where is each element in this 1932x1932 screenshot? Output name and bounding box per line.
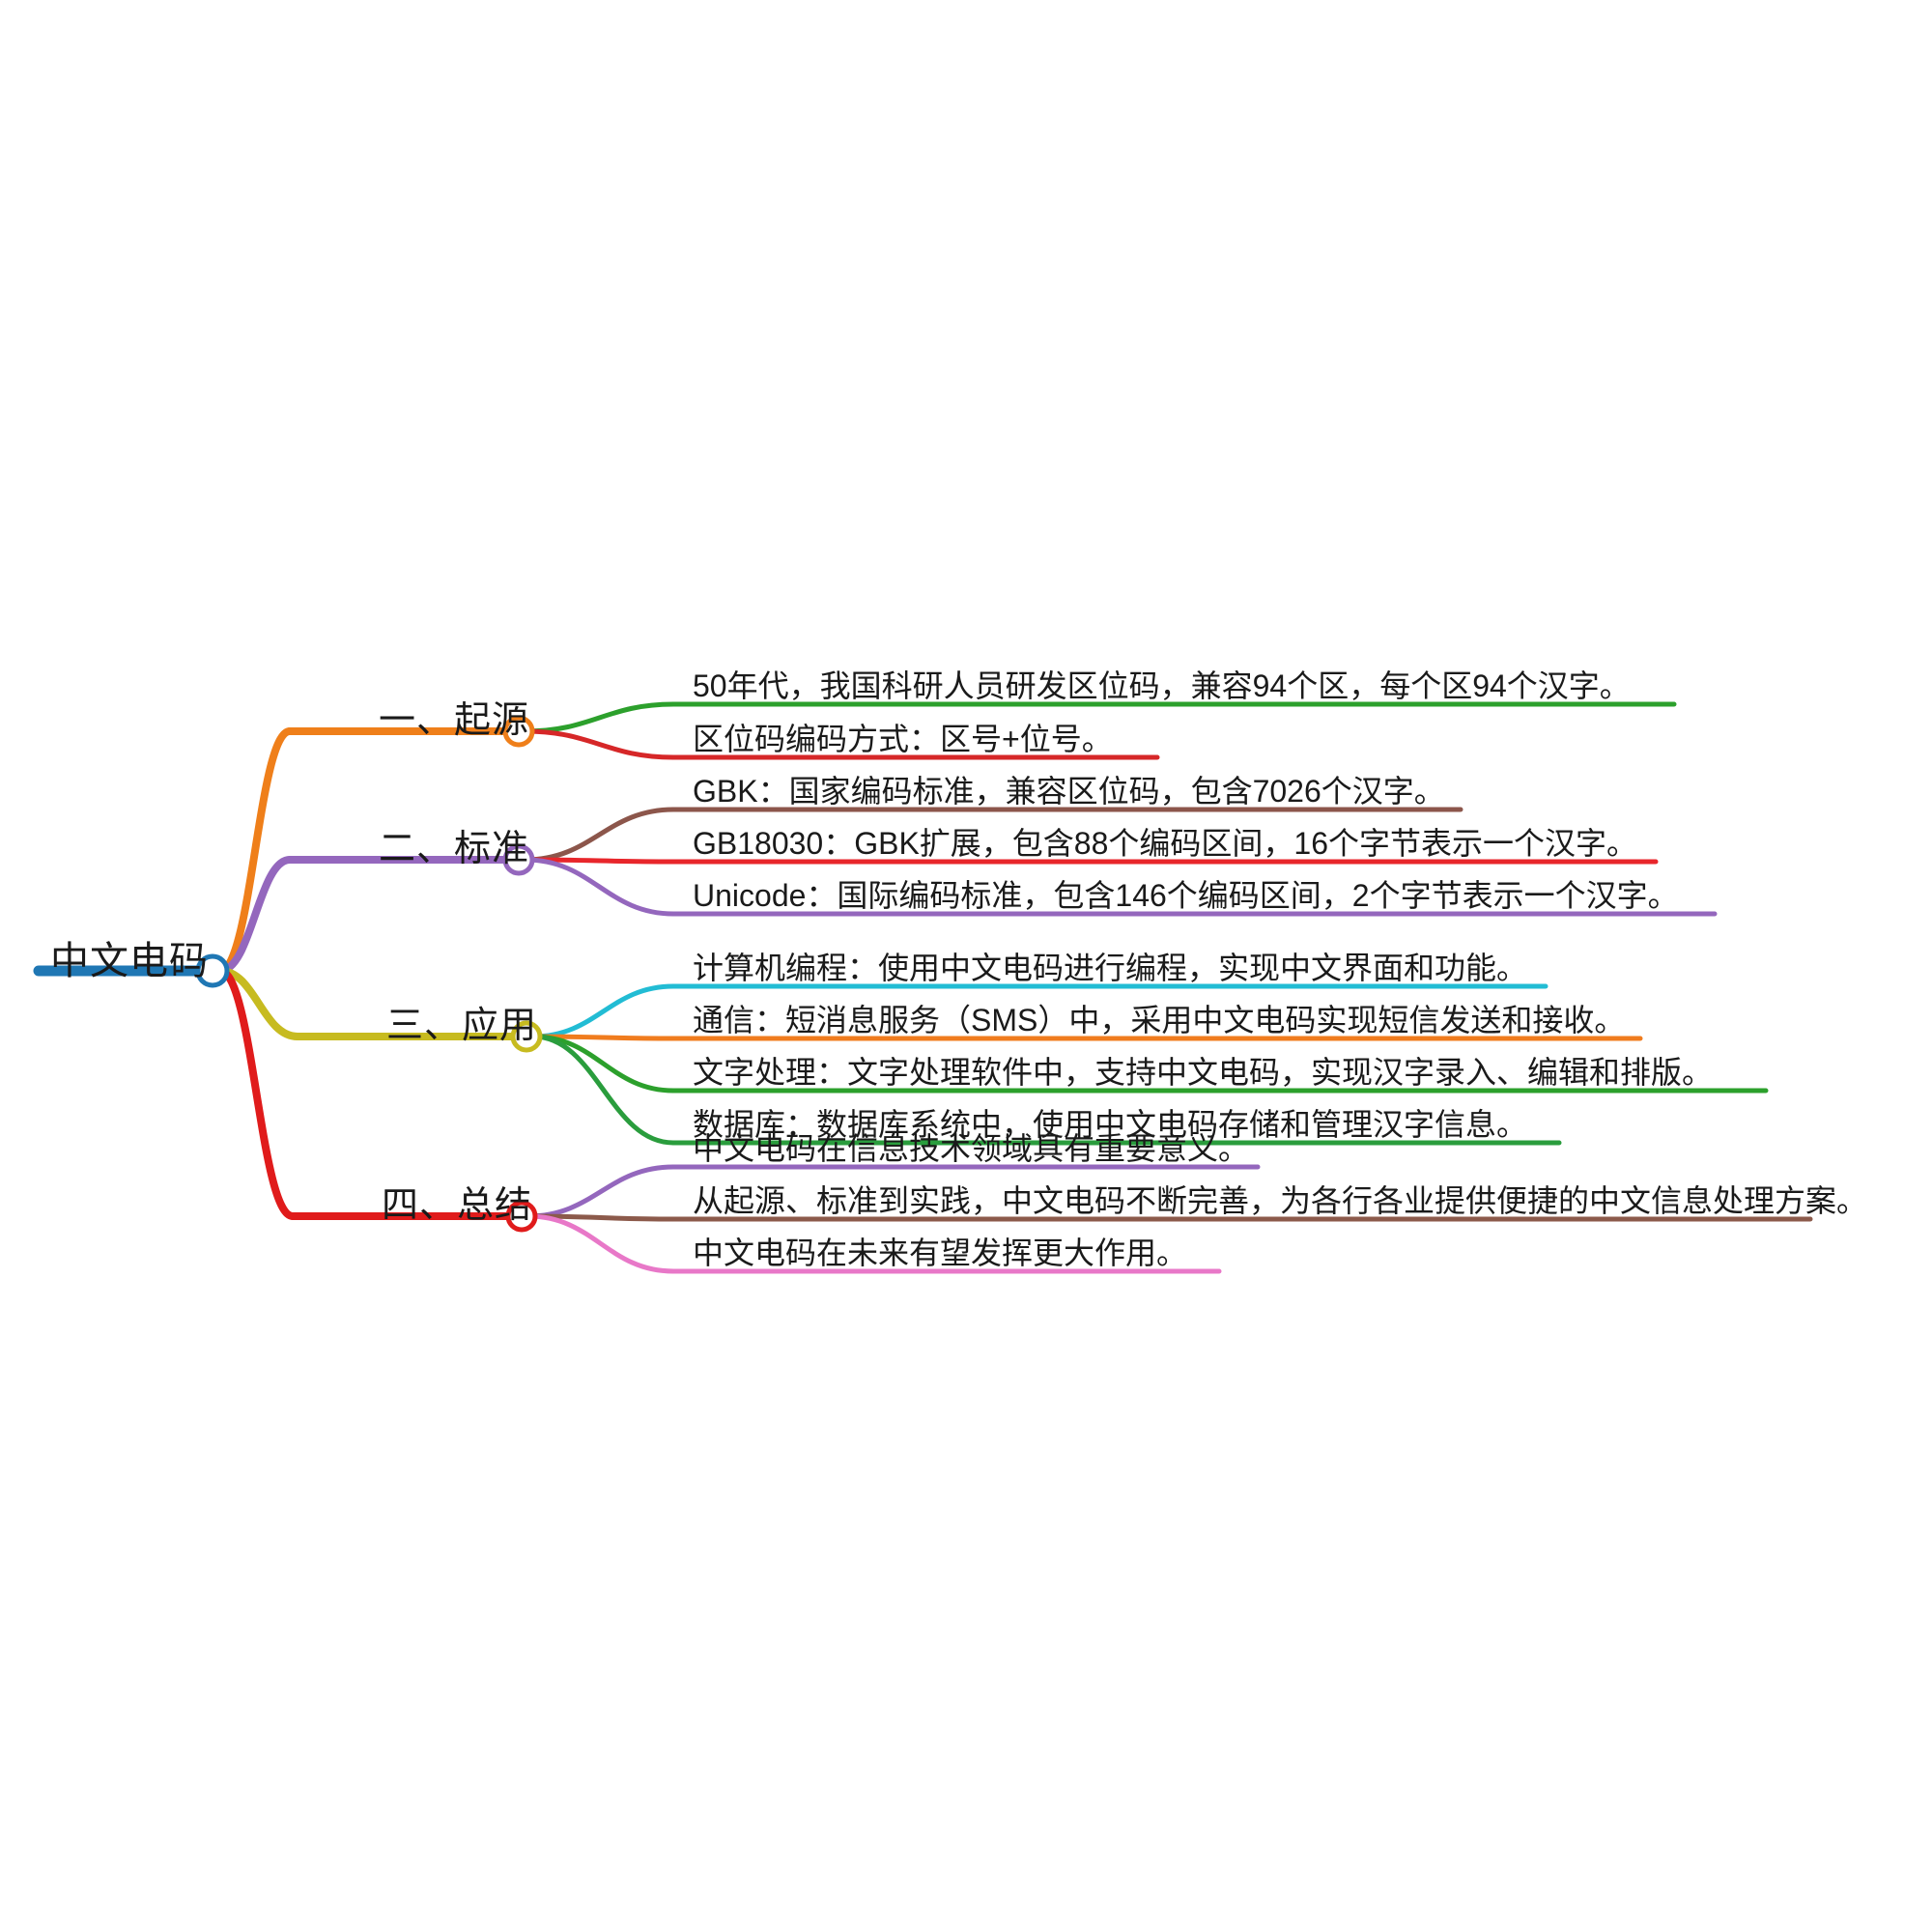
leaf-edge-1-2	[523, 728, 676, 760]
leaf-edge-4-3	[526, 1213, 676, 1274]
leaf-edge-3-3	[530, 1034, 676, 1094]
leaf-label-3-4[interactable]: 数据库：数据库系统中，使用中文电码存储和管理汉字信息。	[693, 1107, 1528, 1142]
leaf-edge-2-3	[523, 857, 676, 917]
leaf-label-4-2[interactable]: 从起源、标准到实践，中文电码不断完善，为各行各业提供便捷的中文信息处理方案。	[693, 1183, 1868, 1218]
leaf-label-4-3[interactable]: 中文电码在未来有望发挥更大作用。	[693, 1236, 1188, 1270]
leaf-edge-4-1	[526, 1164, 676, 1219]
branch-node-circle-4[interactable]	[505, 1200, 538, 1233]
leaf-label-2-3[interactable]: Unicode：国际编码标准，包含146个编码区间，2个字节表示一个汉字。	[693, 878, 1679, 913]
leaf-label-1-2[interactable]: 区位码编码方式：区号+位号。	[693, 722, 1113, 756]
branch-label-4[interactable]: 四、总结	[382, 1185, 533, 1226]
root-label[interactable]: 中文电码	[50, 940, 209, 982]
branch-label-1[interactable]: 一、起源	[379, 700, 530, 741]
leaf-edge-1-1	[523, 701, 676, 734]
leaf-label-1-1[interactable]: 50年代，我国科研人员研发区位码，兼容94个区，每个区94个汉字。	[693, 668, 1631, 703]
leaf-label-3-2[interactable]: 通信：短消息服务（SMS）中，采用中文电码实现短信发送和接收。	[693, 1003, 1626, 1037]
leaf-label-4-1[interactable]: 中文电码在信息技术领域具有重要意义。	[693, 1131, 1250, 1166]
branch-node-circle-3[interactable]	[510, 1020, 543, 1053]
branch-label-2[interactable]: 二、标准	[379, 829, 530, 869]
branch-label-3[interactable]: 三、应用	[386, 1006, 538, 1046]
branch-node-circle-1[interactable]	[502, 715, 535, 748]
leaf-label-2-2[interactable]: GB18030：GBK扩展，包含88个编码区间，16个字节表示一个汉字。	[693, 826, 1637, 861]
root-node-circle[interactable]	[195, 953, 230, 988]
leaf-edge-2-1	[523, 807, 676, 863]
branch-edge-4	[216, 967, 297, 1220]
leaf-edge-3-1	[530, 983, 676, 1039]
leaf-label-3-3[interactable]: 文字处理：文字处理软件中，支持中文电码，实现汉字录入、编辑和排版。	[693, 1055, 1714, 1090]
branch-edge-2	[216, 856, 294, 975]
branch-node-circle-2[interactable]	[502, 843, 535, 876]
leaf-edge-3-4	[530, 1034, 676, 1146]
branch-edge-1	[216, 727, 294, 975]
leaf-label-2-1[interactable]: GBK：国家编码标准，兼容区位码，包含7026个汉字。	[693, 774, 1445, 809]
leaf-label-3-1[interactable]: 计算机编程：使用中文电码进行编程，实现中文界面和功能。	[693, 951, 1528, 985]
